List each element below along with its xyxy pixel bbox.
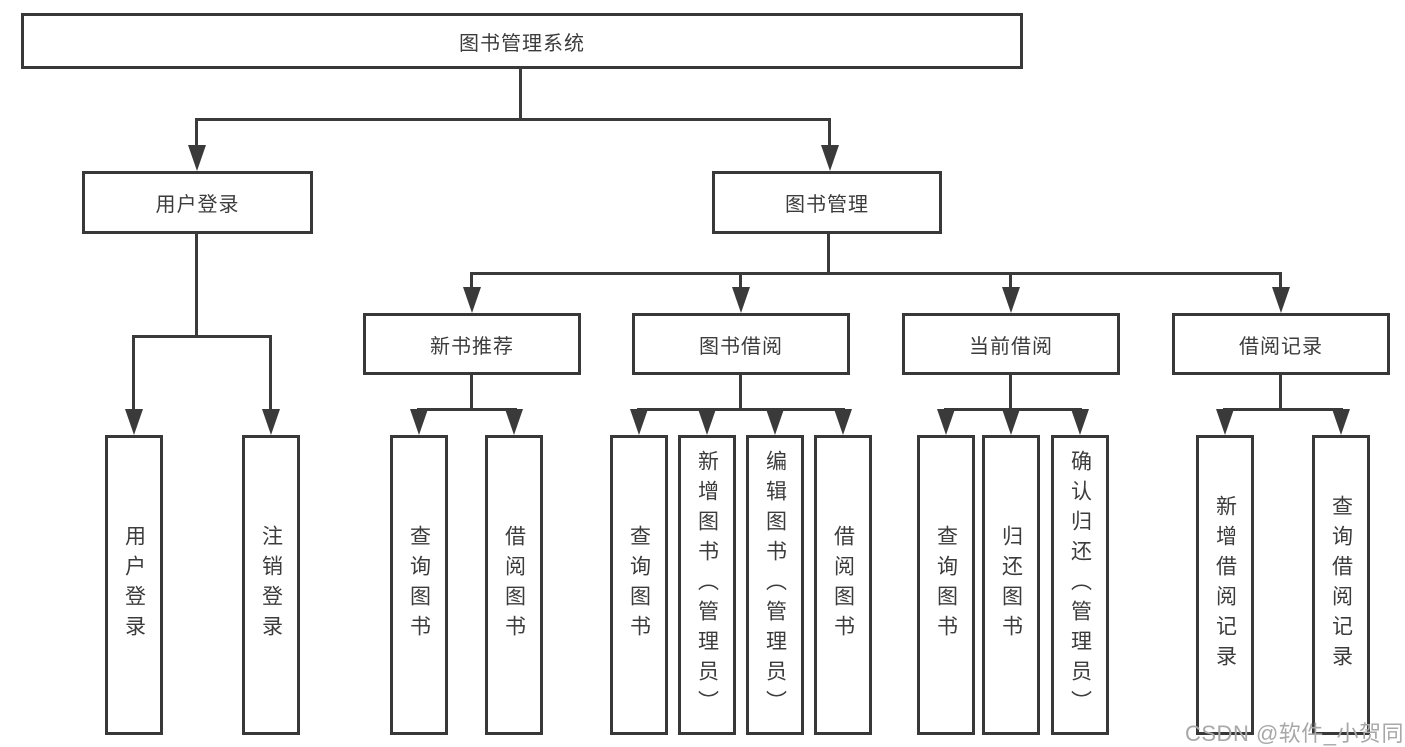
arrowhead-icon — [262, 409, 280, 435]
connector-line — [195, 118, 831, 121]
node-borrowing-records: 借阅记录 — [1172, 313, 1390, 375]
node-label: 图书管理 — [785, 194, 869, 216]
node-book-management: 图书管理 — [712, 171, 942, 234]
leaf-logout: 注销登录 — [242, 435, 300, 735]
leaf-edit-book-admin: 编辑图书（管理员） — [746, 435, 804, 735]
node-label: 新书推荐 — [430, 335, 514, 358]
arrowhead-icon — [821, 145, 839, 171]
arrowhead-icon — [1216, 409, 1234, 435]
node-label: 查询图书 — [627, 525, 651, 645]
node-label: 借阅记录 — [1239, 335, 1323, 358]
arrowhead-icon — [732, 287, 750, 313]
arrowhead-icon — [1272, 287, 1290, 313]
node-label: 用户登录 — [122, 525, 146, 645]
node-user-login: 用户登录 — [82, 171, 313, 234]
node-label: 新增图书（管理员） — [695, 450, 719, 720]
connector-line — [637, 408, 845, 411]
connector-line — [519, 66, 522, 118]
connector-line — [1223, 408, 1343, 411]
connector-line — [827, 234, 830, 272]
node-label: 归还图书 — [999, 525, 1023, 645]
connector-line — [1279, 272, 1282, 290]
node-current-borrowing: 当前借阅 — [902, 313, 1120, 375]
leaf-user-login: 用户登录 — [105, 435, 163, 735]
arrowhead-icon — [834, 409, 852, 435]
arrowhead-icon — [505, 409, 523, 435]
leaf-confirm-return-admin: 确认归还（管理员） — [1051, 435, 1109, 735]
arrowhead-icon — [1002, 409, 1020, 435]
connector-line — [1009, 272, 1012, 290]
arrowhead-icon — [1071, 409, 1089, 435]
arrowhead-icon — [766, 409, 784, 435]
arrowhead-icon — [1002, 287, 1020, 313]
leaf-return-book: 归还图书 — [982, 435, 1040, 735]
node-label: 确认归还（管理员） — [1068, 450, 1092, 720]
node-label: 编辑图书（管理员） — [763, 450, 787, 720]
node-label: 查询借阅记录 — [1329, 495, 1353, 675]
csdn-watermark: CSDN @软件_小贺同学 — [1185, 721, 1405, 746]
node-label: 借阅图书 — [502, 525, 526, 645]
connector-line — [195, 118, 198, 148]
node-label: 查询图书 — [934, 525, 958, 645]
node-label: 图书借阅 — [699, 335, 783, 358]
node-root-library-system: 图书管理系统 — [21, 13, 1023, 69]
connector-line — [195, 234, 198, 335]
connector-line — [1279, 375, 1282, 408]
leaf-query-books-recommend: 查询图书 — [390, 435, 448, 735]
connector-line — [1009, 375, 1012, 408]
arrowhead-icon — [698, 409, 716, 435]
leaf-borrow-books-borrowing: 借阅图书 — [814, 435, 872, 735]
arrowhead-icon — [410, 409, 428, 435]
connector-line — [470, 272, 1282, 275]
leaf-add-borrow-record: 新增借阅记录 — [1196, 435, 1254, 735]
connector-line — [739, 375, 742, 408]
node-label: 借阅图书 — [831, 525, 855, 645]
connector-line — [470, 375, 473, 408]
arrowhead-icon — [937, 409, 955, 435]
connector-line — [417, 408, 517, 411]
node-label: 查询图书 — [407, 525, 431, 645]
leaf-query-borrow-record: 查询借阅记录 — [1312, 435, 1370, 735]
connector-line — [828, 118, 831, 148]
node-label: 当前借阅 — [969, 335, 1053, 358]
arrowhead-icon — [125, 409, 143, 435]
node-new-book-recommend: 新书推荐 — [363, 313, 581, 375]
leaf-query-books-borrowing: 查询图书 — [610, 435, 668, 735]
node-label: 用户登录 — [155, 194, 240, 216]
node-label: 注销登录 — [259, 525, 283, 645]
connector-line — [739, 272, 742, 290]
connector-line — [470, 272, 473, 290]
leaf-query-books-current: 查询图书 — [917, 435, 975, 735]
node-label: 图书管理系统 — [459, 32, 585, 55]
leaf-add-book-admin: 新增图书（管理员） — [678, 435, 736, 735]
arrowhead-icon — [463, 287, 481, 313]
node-book-borrowing: 图书借阅 — [632, 313, 850, 375]
connector-line — [132, 335, 272, 338]
arrowhead-icon — [1332, 409, 1350, 435]
node-label: 新增借阅记录 — [1213, 495, 1237, 675]
connector-line — [269, 335, 272, 412]
leaf-borrow-books-recommend: 借阅图书 — [485, 435, 543, 735]
connector-line — [132, 335, 135, 412]
arrowhead-icon — [630, 409, 648, 435]
arrowhead-icon — [188, 145, 206, 171]
